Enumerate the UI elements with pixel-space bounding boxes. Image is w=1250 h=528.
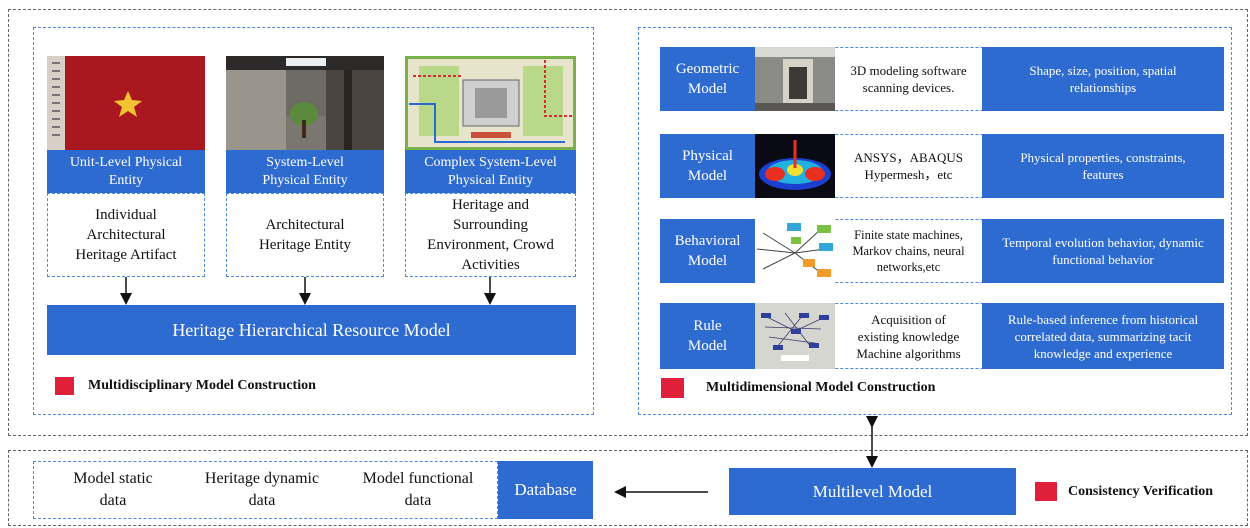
multidimensional-panel <box>638 27 1232 415</box>
unit-level-entity-desc: Individual Architectural Heritage Artifa… <box>47 193 205 277</box>
complex-system-level-entity-label: Complex System-Level Physical Entity <box>405 150 576 193</box>
behavioral-model-label: Behavioral Model <box>660 219 755 283</box>
bottom-section-frame <box>8 450 1248 526</box>
site-plan-map <box>405 56 576 150</box>
behavioral-tools: Finite state machines, Markov chains, ne… <box>852 228 965 274</box>
courtyard-photo <box>226 56 384 150</box>
geometric-desc: Shape, size, position, spatial relations… <box>982 47 1224 111</box>
system-level-entity-desc: Architectural Heritage Entity <box>226 193 384 277</box>
heritage-dynamic-data: Heritage dynamic data <box>204 470 320 509</box>
complex-system-level-entity-desc: Heritage and Surrounding Environment, Cr… <box>405 193 576 277</box>
consistency-verification-legend: Consistency Verification <box>1068 484 1214 499</box>
physical-tools: ANSYS，ABAQUS Hypermesh，etc <box>853 150 964 182</box>
red-legend-square-bottom <box>1035 482 1057 501</box>
red-flag-photo <box>47 56 205 150</box>
heritage-hierarchical-resource-model: Heritage Hierarchical Resource Model <box>47 305 576 355</box>
red-legend-square-left <box>55 377 74 395</box>
bidirectional-arrow <box>866 416 878 468</box>
behavioral-desc: Temporal evolution behavior, dynamic fun… <box>982 219 1224 283</box>
heatmap-simulation <box>755 134 835 198</box>
unit-level-entity-label: Unit-Level Physical Entity <box>47 150 205 193</box>
rule-model-label: Rule Model <box>660 303 755 369</box>
model-functional-data: Model functional data <box>362 470 474 509</box>
state-machine-diagram <box>755 219 835 283</box>
rule-desc: Rule-based inference from historical cor… <box>982 303 1224 369</box>
red-legend-square-right <box>661 378 684 398</box>
building-door-photo <box>755 47 835 111</box>
knowledge-graph-image <box>755 303 835 369</box>
geometric-tools: 3D modeling software scanning devices. <box>850 63 967 95</box>
system-level-entity-label: System-Level Physical Entity <box>226 150 384 193</box>
multidisciplinary-panel <box>33 27 594 415</box>
down-arrows <box>120 277 496 305</box>
left-arrow <box>614 486 708 498</box>
multidisciplinary-legend: Multidisciplinary Model Construction <box>88 378 316 393</box>
multidimensional-legend: Multidimensional Model Construction <box>706 380 936 395</box>
top-section-frame <box>8 9 1248 436</box>
physical-model-label: Physical Model <box>660 134 755 198</box>
rule-tools: Acquisition of existing knowledge Machin… <box>856 311 961 361</box>
physical-desc: Physical properties, constraints, featur… <box>982 134 1224 198</box>
model-static-data: Model static data <box>73 470 153 509</box>
data-items-frame <box>33 461 498 519</box>
geometric-model-label: Geometric Model <box>660 47 755 111</box>
database-box: Database <box>498 461 593 519</box>
multilevel-model-box: Multilevel Model <box>729 468 1016 515</box>
